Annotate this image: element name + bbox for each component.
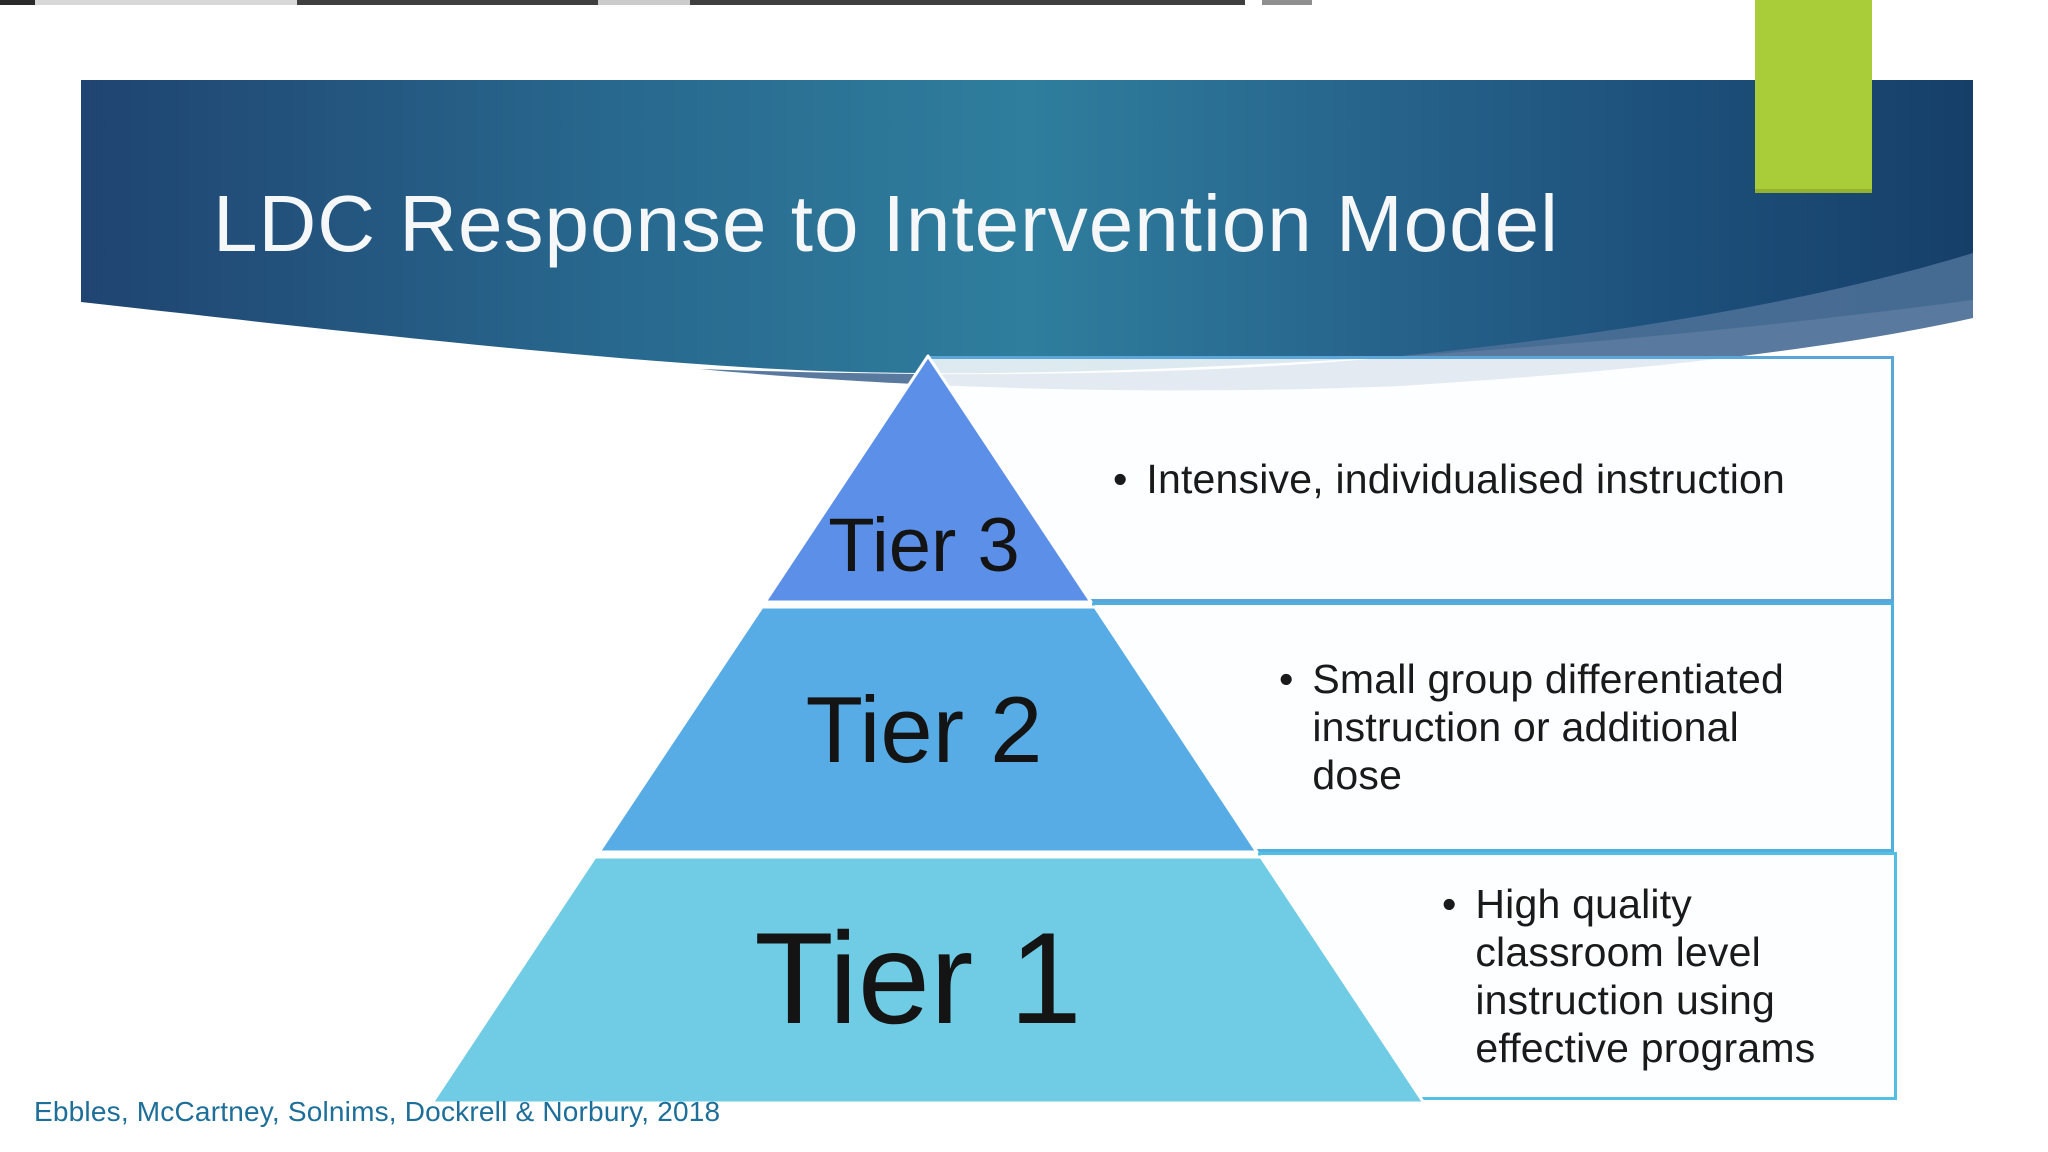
tier3-text-box: • Intensive, individualised instruction <box>926 356 1894 602</box>
tier2-label: Tier 2 <box>805 677 1043 782</box>
tier1-bullet-item: • High quality classroom level instructi… <box>1261 880 1849 1072</box>
strip-segment <box>598 0 690 5</box>
tier2-bullet-item: • Small group differentiated instruction… <box>1095 655 1799 799</box>
header-swoosh-shape <box>700 253 1973 391</box>
top-progress-strip <box>0 0 2048 5</box>
strip-segment <box>690 0 1245 5</box>
bullet-icon: • <box>1113 456 1128 502</box>
bullet-icon: • <box>1442 881 1457 927</box>
tier3-label: Tier 3 <box>828 503 1020 588</box>
tier1-label: Tier 1 <box>754 905 1082 1051</box>
tier3-bullet-item: • Intensive, individualised instruction <box>929 455 1785 503</box>
tier1-bullet-text: High quality classroom level instruction… <box>1475 881 1816 1071</box>
strip-segment <box>0 0 35 5</box>
tier3-bullet-text: Intensive, individualised instruction <box>1146 456 1786 502</box>
pyramid-tier2-shape <box>597 605 1259 854</box>
bullet-icon: • <box>1279 656 1294 702</box>
accent-green-bar <box>1755 0 1872 193</box>
header-band-shape <box>81 80 1973 374</box>
strip-segment <box>1262 0 1312 5</box>
pyramid-tier3-shape <box>763 354 1093 604</box>
tier2-bullet-text: Small group differentiated instruction o… <box>1312 656 1785 798</box>
citation-text: Ebbles, McCartney, Solnims, Dockrell & N… <box>34 1096 721 1127</box>
slide-title: LDC Response to Intervention Model <box>213 179 1559 268</box>
strip-segment <box>297 0 598 5</box>
strip-segment <box>35 0 297 5</box>
pyramid-tier1-shape <box>430 855 1426 1105</box>
tier1-text-box: • High quality classroom level instructi… <box>1258 852 1897 1100</box>
